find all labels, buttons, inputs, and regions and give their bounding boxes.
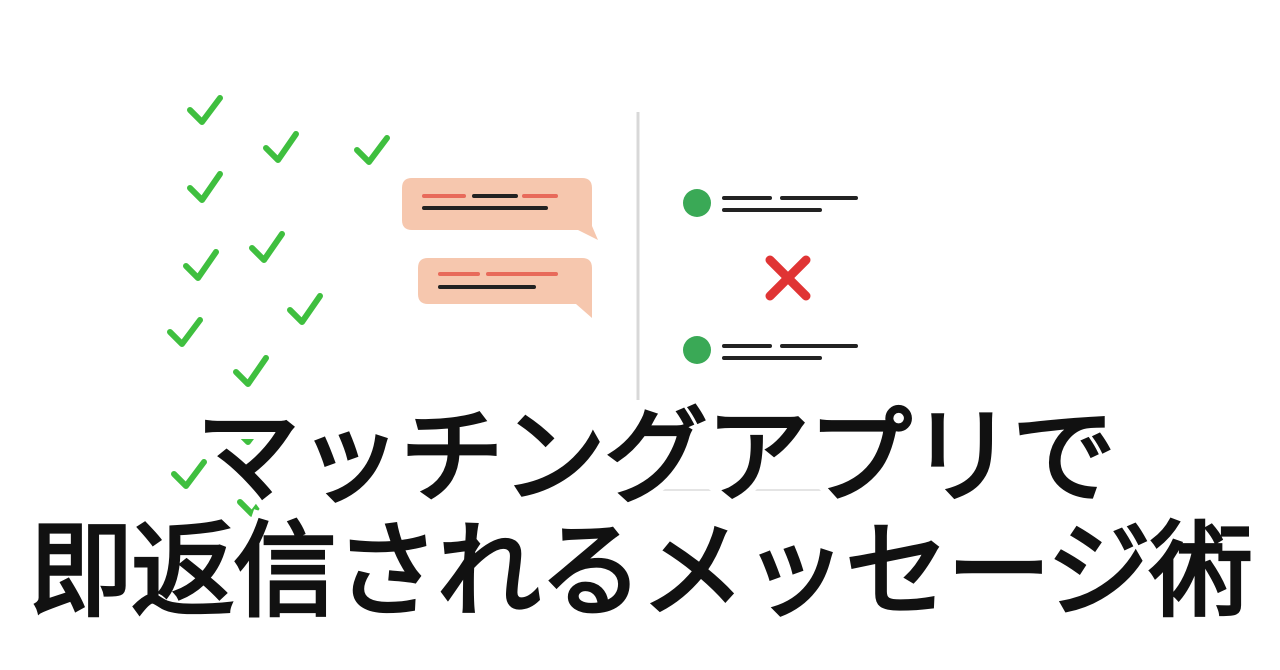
check-icon <box>233 415 269 445</box>
check-icon <box>183 249 219 281</box>
check-icon <box>167 317 203 347</box>
list-item <box>683 189 858 217</box>
check-icon <box>187 171 223 203</box>
green-dot-icon <box>683 189 711 217</box>
check-icon <box>354 135 390 165</box>
check-icon <box>237 487 273 517</box>
title-line-2: 即返信されるメッセージ術 <box>22 510 1260 632</box>
page-title: マッチングアプリで 即返信されるメッセージ術 <box>0 396 1280 632</box>
chat-bubble-icon <box>418 258 592 318</box>
check-icon <box>171 459 207 489</box>
chat-bubble-icon <box>402 178 598 240</box>
check-icon <box>233 355 269 387</box>
green-dot-icon <box>683 336 711 364</box>
check-marks <box>167 95 390 517</box>
check-icon <box>287 293 323 325</box>
title-line-1: マッチングアプリで <box>189 396 1123 518</box>
check-icon <box>187 95 223 125</box>
check-icon <box>263 131 299 163</box>
check-icon <box>249 231 285 263</box>
cross-icon <box>765 255 811 301</box>
list-item <box>683 336 858 364</box>
